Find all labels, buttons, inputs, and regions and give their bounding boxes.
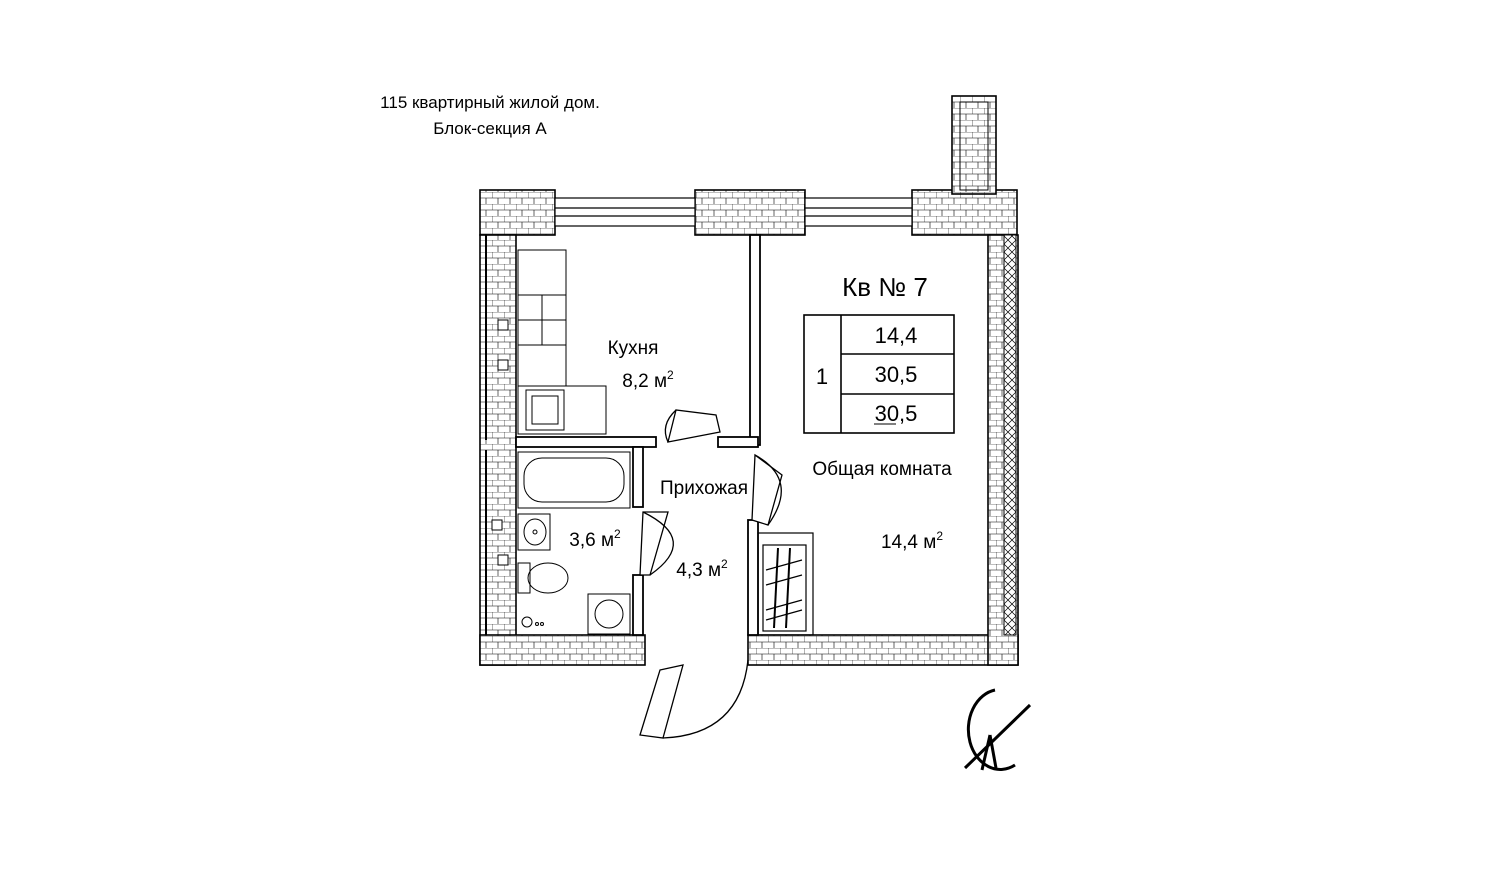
kitchen-furniture [517,249,607,435]
north-arrow-icon [963,688,1032,771]
legend-rooms-count: 1 [816,364,828,389]
kitchen-name: Кухня [608,338,659,359]
hall-area: 4,3 м2 [676,557,728,581]
exterior-walls [479,95,1019,666]
doors [639,409,783,739]
wall-bottom-left [479,634,646,666]
legend-living-area: 14,4 [875,323,918,348]
project-title-line-1: 115 квартирный жилой дом. [380,93,600,112]
left-wall-pipes [491,319,509,566]
wall-top-right [911,189,1018,236]
wardrobe [757,532,814,636]
project-title: 115 квартирный жилой дом. Блок-секция А [330,90,650,142]
apartment-legend: Кв № 7 1 14,4 30,5 30,5 [803,272,955,434]
legend-total-area-balcony: 30,5 [875,401,918,426]
bathroom-area: 3,6 м2 [569,527,621,551]
project-title-line-2: Блок-секция А [433,119,547,138]
legend-table [803,314,955,434]
living-name: Общая комната [812,459,952,480]
apartment-title: Кв № 7 [842,272,928,302]
wall-right-lattice [1003,234,1017,636]
wall-bottom-right [747,634,1019,666]
hall-name: Прихожая [660,478,748,499]
kitchen-area: 8,2 м2 [622,368,674,392]
wall-top-left [479,189,556,236]
legend-total-area: 30,5 [875,362,918,387]
vent-channel [959,101,989,191]
room-labels: Кухня 8,2 м2 Прихожая 4,3 м2 3,6 м2 Обща… [569,338,952,581]
top-windows [554,197,913,227]
wall-top-middle [694,189,806,236]
vent-shaft [951,95,997,195]
bathroom-fixtures [517,451,631,635]
living-area: 14,4 м2 [881,529,943,553]
